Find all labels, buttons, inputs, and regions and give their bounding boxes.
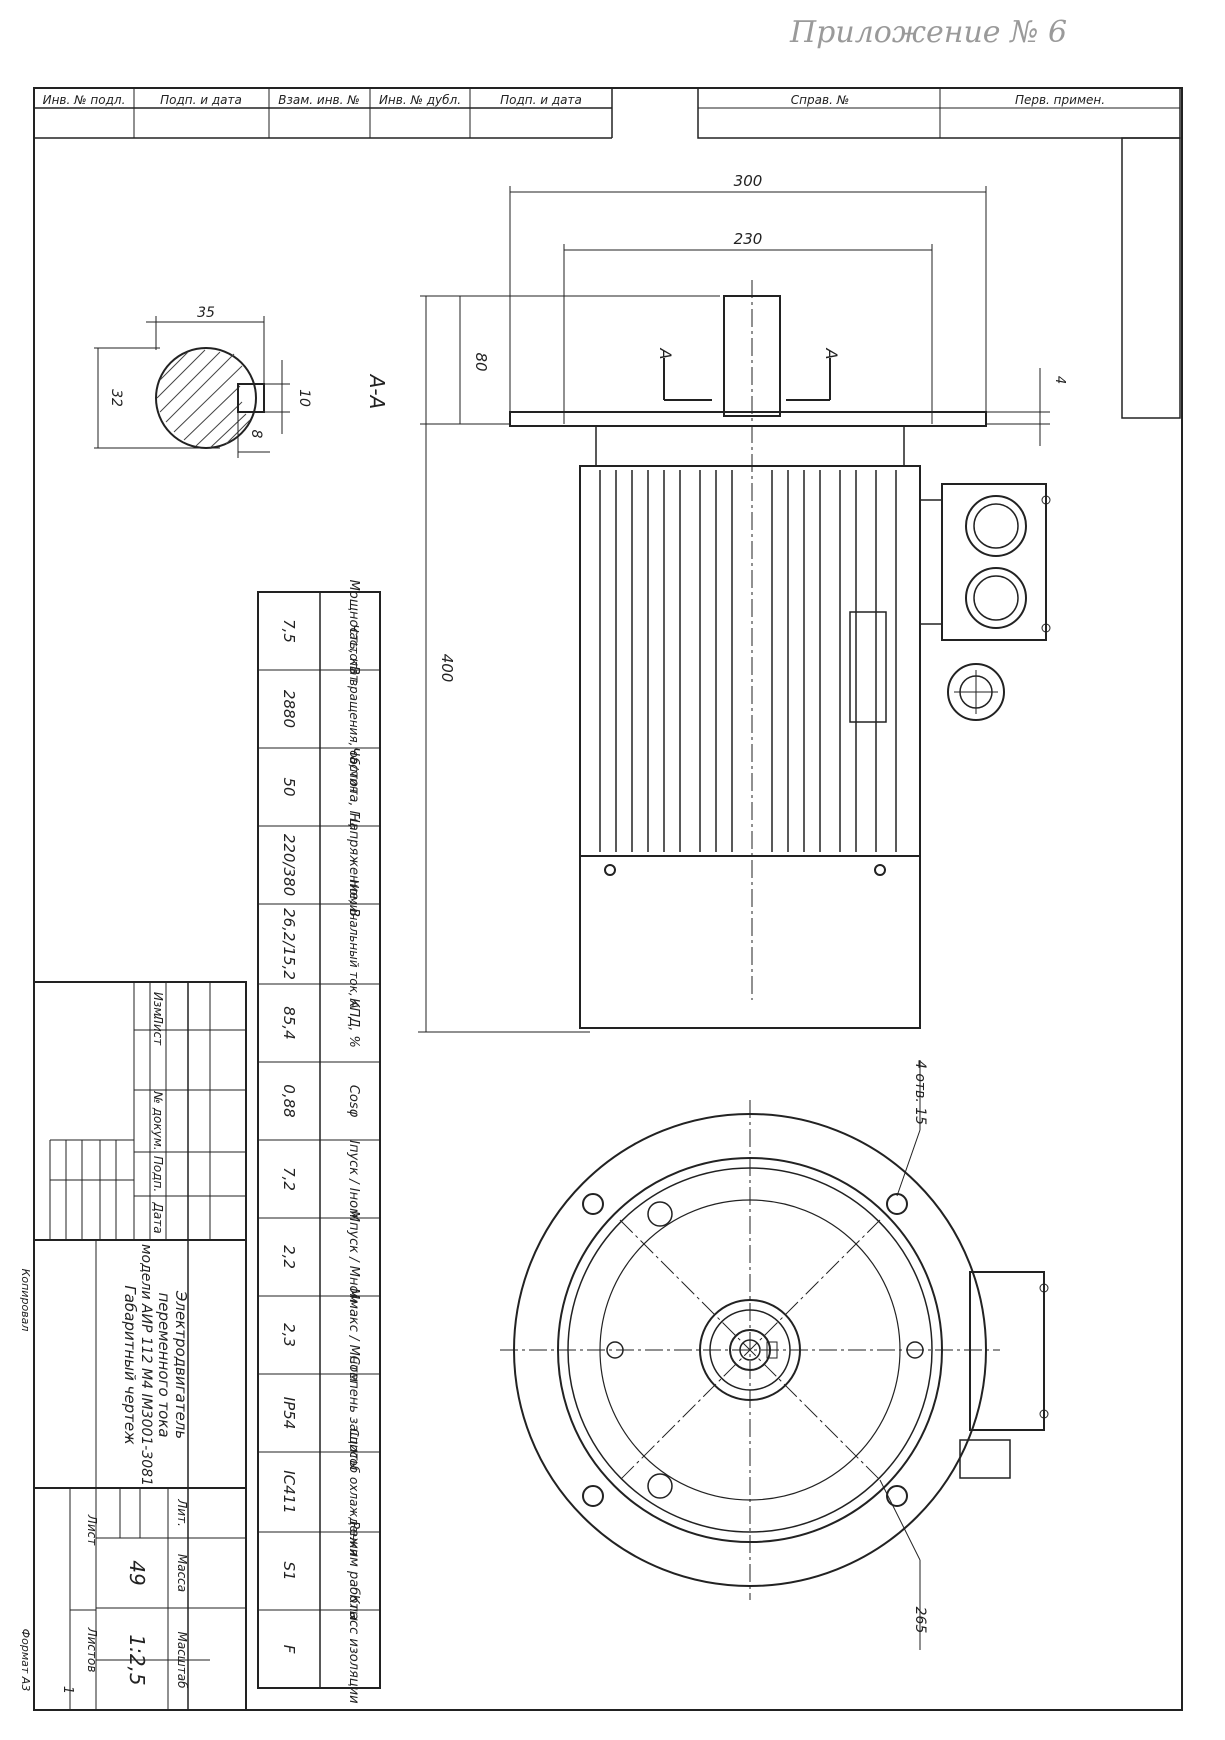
spec-value-start-current: 7,2 [280,1167,298,1191]
rev-header-list: Лист [151,1014,165,1046]
spec-table: Мощность, кВт Частота вращения, об/мин Ч… [257,580,381,1704]
spec-header-start-current: Iпуск / Iном [346,1140,361,1218]
spec-value-max-torque: 2,3 [280,1323,298,1347]
dim-80: 80 [472,352,490,371]
spec-value-efficiency: 85,4 [280,1006,298,1039]
section-mark-left: А [656,348,675,360]
sheets-label: Листов [85,1627,99,1673]
stamp-sprav: Справ. № [791,93,849,107]
title-block: Изм. Лист № докум. Подп. Дата Электродви… [33,981,247,1711]
spec-header-start-torque: Mпуск / Mном [346,1211,361,1304]
dim-230: 230 [734,230,763,248]
spec-value-cooling: IC411 [280,1470,298,1514]
title-line-4: Габаритный чертеж [121,1285,139,1445]
dim-10: 10 [296,389,312,407]
section-mark-right: А [822,348,841,360]
spec-header-efficiency: КПД, % [346,998,361,1048]
sheet-label: Лист [85,1514,99,1546]
footer-copied: Копировал [19,1269,32,1332]
spec-value-power: 7,5 [280,619,298,643]
spec-value-speed: 2880 [280,690,298,728]
stamp-podp-data-2: Подп. и дата [500,93,582,107]
header-note: Приложение № 6 [789,15,1067,50]
rev-header-doc: № докум. [151,1090,165,1150]
rev-header-izm: Изм. [151,992,165,1020]
dim-35: 35 [197,305,215,321]
spec-header-insulation: Класс изоляции [346,1594,361,1703]
mass-label: Масса [175,1554,189,1592]
mass-value: 49 [125,1560,149,1585]
motor-side-view: 300 230 80 400 4 А А [418,172,1067,1033]
spec-value-start-torque: 2,2 [280,1245,298,1269]
spec-header-frequency: Частота, Гц [346,747,361,827]
sheet-frame [33,87,1183,1711]
stamp-vzam-inv: Взам. инв. № [278,93,359,107]
scale-value: 1:2,5 [125,1634,149,1685]
lit-label: Лит. [175,1498,189,1527]
spec-value-protection: IP54 [280,1397,298,1430]
spec-header-speed: Частота вращения, об/мин [347,624,361,794]
spec-header-protection: Степень защиты [346,1356,361,1471]
stamp-perv-primen: Перв. примен. [1015,93,1105,107]
stamp-inv-podl: Инв. № подл. [43,93,126,107]
spec-header-duty: Режим работы [346,1521,361,1621]
spec-header-max-torque: Mмакс / Mном [346,1288,361,1382]
dim-400: 400 [438,654,456,683]
top-stamp: Инв. № подл. Подп. и дата Взам. инв. № И… [34,87,1181,419]
dim-265: 265 [912,1607,928,1634]
title-line-1: Электродвигатель [172,1290,190,1439]
spec-header-cooling: Способ охлаждения [347,1428,361,1556]
spec-header-voltage: Напряжение, В [346,813,361,917]
dim-300: 300 [734,172,763,190]
spec-value-cosphi: 0,88 [280,1084,298,1117]
spec-value-voltage: 220/380 [280,834,298,896]
spec-header-power: Мощность, кВт [346,580,361,683]
motor-front-view: 4 отв. 15 265 [500,1060,1049,1650]
spec-value-frequency: 50 [280,777,298,796]
sheets-value: 1 [60,1686,75,1694]
spec-value-current: 26,2/15,2 [280,908,298,980]
stamp-inv-dubl: Инв. № дубл. [379,93,461,107]
dim-holes: 4 отв. 15 [912,1060,928,1125]
spec-header-cosphi: Cosφ [346,1085,361,1118]
section-label: А-А [365,373,389,410]
dim-4: 4 [1052,376,1067,384]
scale-label: Масштаб [175,1631,189,1689]
rev-header-podp: Подп. [151,1156,165,1192]
stamp-podp-data-1: Подп. и дата [160,93,242,107]
spec-value-insulation: F [280,1645,298,1654]
title-line-2: переменного тока [155,1292,173,1437]
footer-format: Формат А3 [19,1629,32,1692]
dim-8: 8 [248,430,264,439]
rev-header-data: Дата [151,1201,165,1233]
section-a-a: 35 32 10 8 А-А [94,305,389,458]
spec-value-duty: S1 [280,1561,298,1580]
title-line-3: модели АИР 112 М4 IM3001-3081 [138,1244,154,1486]
dim-32: 32 [108,389,124,407]
spec-header-current: Номинальный ток, А [347,879,361,1009]
